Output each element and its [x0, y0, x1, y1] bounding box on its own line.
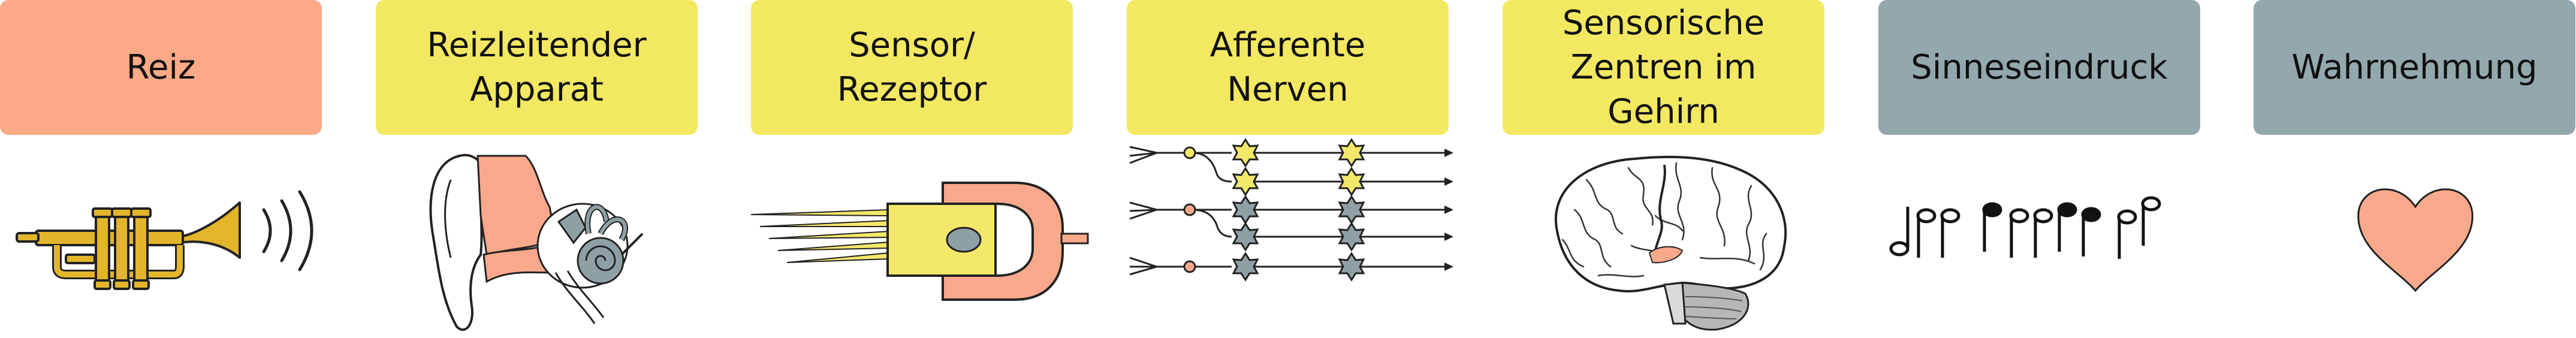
- stage-box-reizleitender-apparat: Reizleitender Apparat: [376, 0, 698, 135]
- stage-label-line: Apparat: [469, 70, 604, 109]
- stage-label-line: Afferente: [1209, 25, 1366, 65]
- nerve-fibers-icon: [1127, 138, 1486, 336]
- stage-label-line: Sinneseindruck: [1911, 47, 2168, 87]
- heart-icon: [2254, 144, 2576, 336]
- stage-label-line: Sensor/: [849, 25, 975, 65]
- stage-label-line: Wahrnehmung: [2291, 47, 2538, 87]
- stage-label-line: Zentren im: [1570, 47, 1757, 87]
- brain-icon: [1503, 144, 1862, 336]
- receptor-cell-icon: [750, 144, 1111, 336]
- stage-box-wahrnehmung: Wahrnehmung: [2254, 0, 2575, 135]
- stage-label-line: Reizleitender: [427, 25, 647, 65]
- music-notes-icon: [1878, 144, 2238, 336]
- stage-box-afferente-nerven: Afferente Nerven: [1127, 0, 1449, 135]
- stage-box-sensorische-zentren: Sensorische Zentren im Gehirn: [1503, 0, 1824, 135]
- stage-box-sinneseindruck: Sinneseindruck: [1878, 0, 2200, 135]
- stage-label-line: Sensorische: [1562, 3, 1765, 43]
- stage-box-sensor-rezeptor: Sensor/ Rezeptor: [751, 0, 1073, 135]
- stage-label-line: Nerven: [1227, 70, 1349, 109]
- stage-box-reiz: Reiz: [0, 0, 322, 135]
- trumpet-icon: [0, 144, 360, 336]
- stage-label-line: Rezeptor: [837, 70, 987, 109]
- stage-label-line: Reiz: [126, 47, 196, 87]
- stage-label-line: Gehirn: [1607, 92, 1720, 131]
- ear-icon: [376, 144, 735, 336]
